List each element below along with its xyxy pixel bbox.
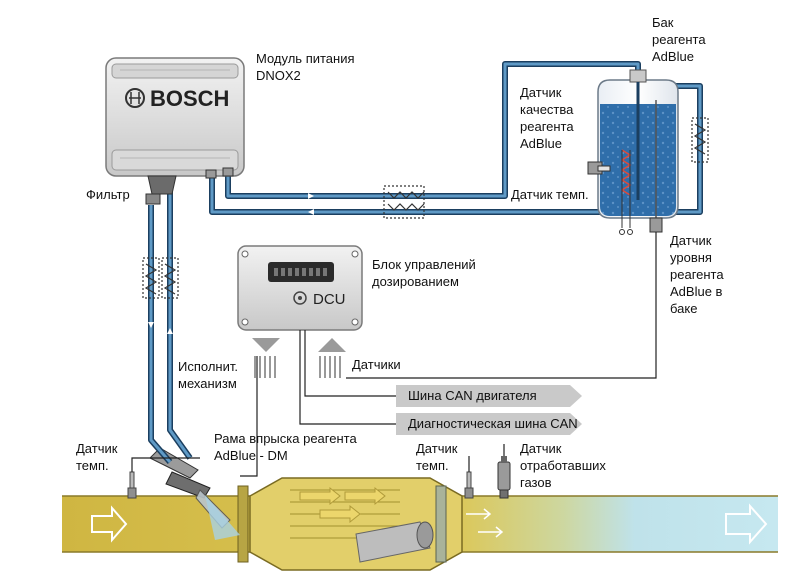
outlet-flow-arrow — [725, 503, 768, 545]
can-engine-bus: Шина CAN двигателя — [396, 385, 582, 407]
sensors-label: Датчики — [352, 357, 401, 372]
tank-label: Бак реагента AdBlue — [652, 15, 706, 64]
temp-sensor-left-label: Датчик темп. — [76, 441, 118, 473]
signal-wires — [131, 232, 657, 477]
exhaust-sensor-label: Датчик отработавших газов — [520, 441, 606, 490]
tank-temp-sensor-label: Датчик темп. — [511, 187, 589, 202]
dosing-module-label: Рама впрыска реагента AdBlue - DM — [214, 431, 357, 463]
actuator-label: Исполнит. механизм — [178, 359, 238, 391]
dcu-unit: DCU — [237, 245, 363, 331]
can-diagnostic-bus: Диагностическая шина CAN — [396, 413, 582, 435]
level-sensor-probe — [649, 217, 663, 233]
filter-label: Фильтр — [86, 187, 130, 202]
temp-sensor-right-probe — [464, 471, 474, 499]
flow-arrows-converter — [299, 486, 386, 524]
bosch-logo-icon — [125, 88, 145, 108]
exhaust-pipe — [62, 477, 778, 571]
inlet-flow-arrow — [91, 505, 128, 543]
power-module-label: Модуль питания DNOX2 — [256, 51, 355, 83]
dcu-label: DCU — [313, 291, 346, 308]
dcu-connector — [268, 262, 334, 282]
line-heater-tank — [383, 117, 709, 219]
level-sensor-label: Датчик уровня реагента AdBlue в баке — [670, 233, 724, 316]
pipe-flange — [237, 485, 249, 563]
exhaust-gas-sensor-probe — [497, 456, 511, 499]
adblue-tank — [587, 69, 679, 235]
outlet-cone — [355, 521, 431, 563]
temp-sensor-left-probe — [127, 471, 137, 499]
actuator-output-icon — [252, 338, 280, 378]
sensor-input-icon — [318, 338, 346, 378]
power-module-dnox2: BOSCH — [105, 57, 245, 205]
temp-sensor-right-label: Датчик темп. — [416, 441, 458, 473]
line-heater-dm — [142, 257, 179, 299]
dcu-block-label: Блок управлений дозированием — [372, 257, 476, 289]
pipe-flange — [435, 485, 447, 563]
quality-sensor-label: Датчик качества реагента AdBlue — [520, 85, 574, 151]
module-brand: BOSCH — [150, 86, 229, 111]
